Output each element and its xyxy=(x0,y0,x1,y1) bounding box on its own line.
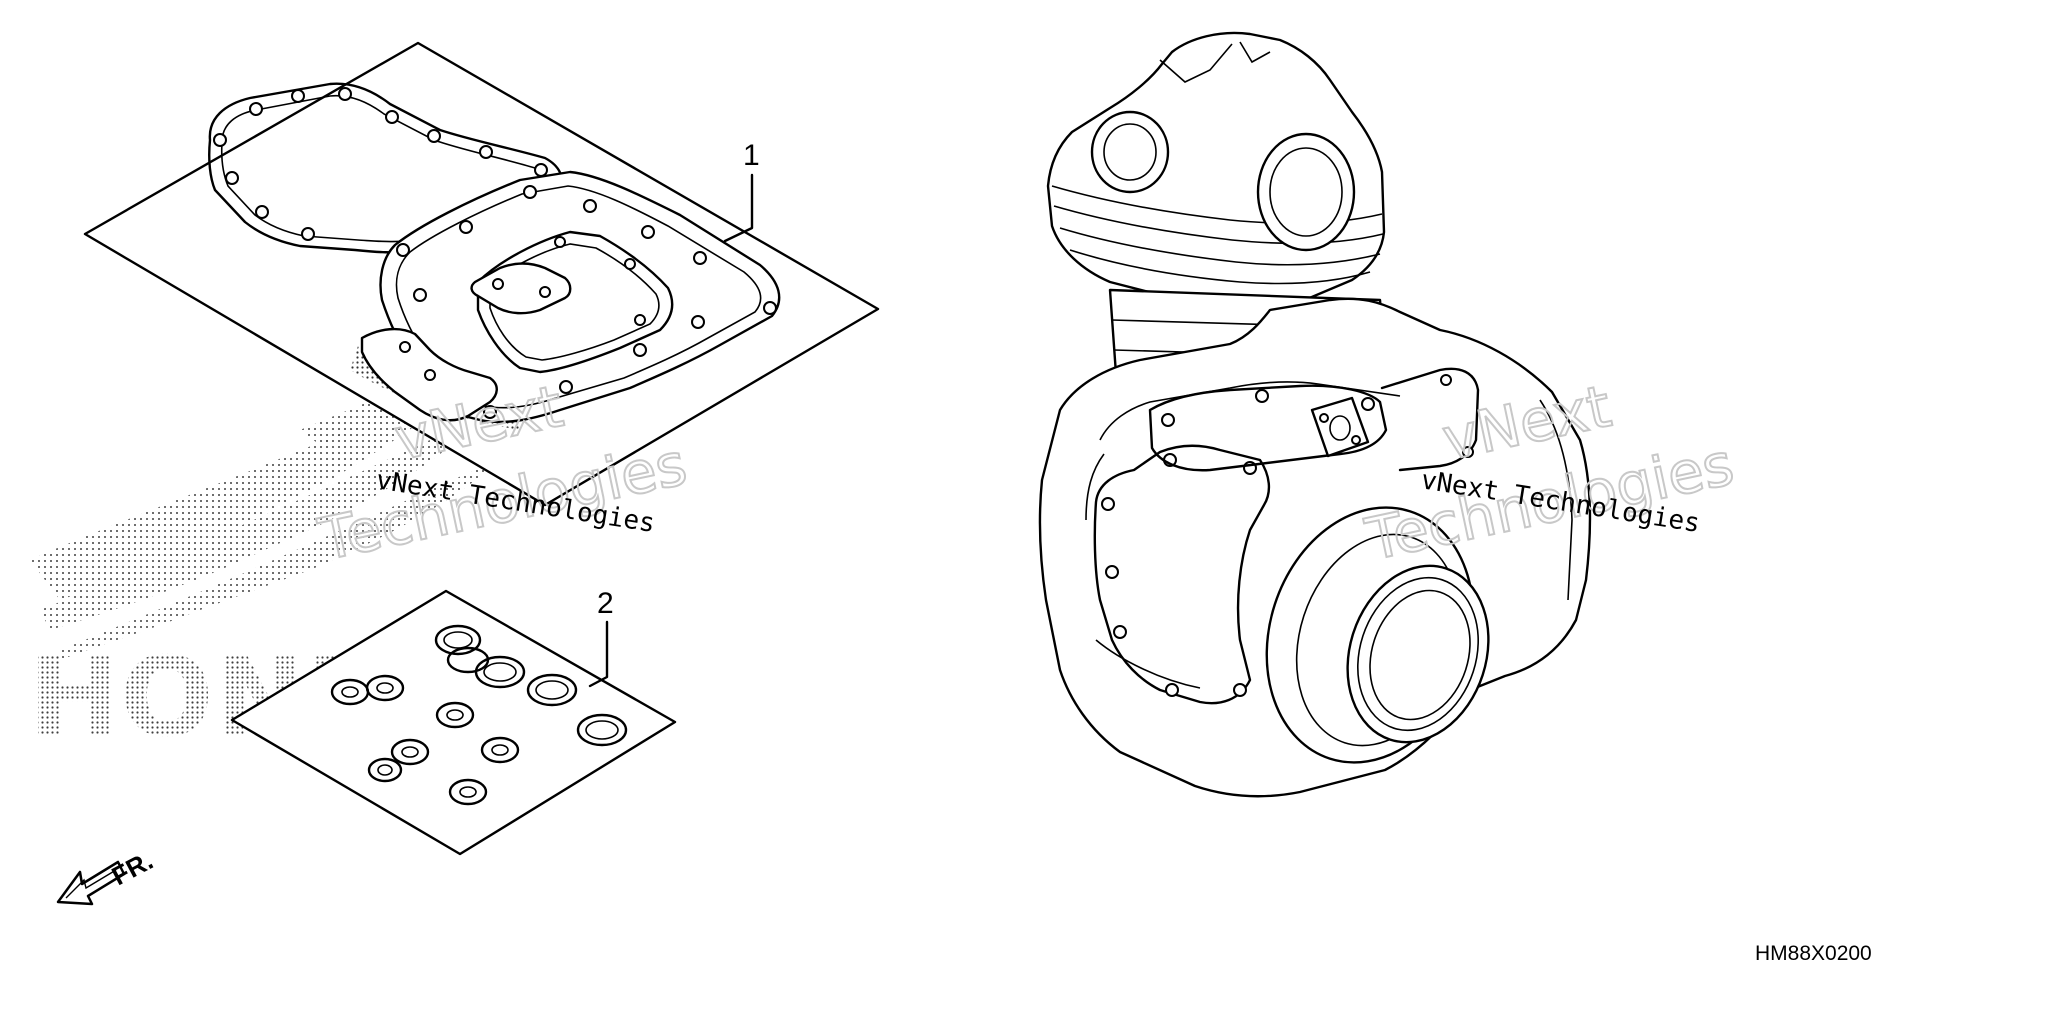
engine-assembly xyxy=(1038,31,1592,798)
gasket-sheet-2 xyxy=(230,589,677,856)
oil-seal-ring xyxy=(1346,564,1490,744)
inner-gasket xyxy=(476,230,674,374)
callout-1-number: 1 xyxy=(743,139,760,172)
front-direction-indicator: FR. xyxy=(56,845,158,906)
tappet-cap-right xyxy=(1256,132,1356,252)
direction-label: FR. xyxy=(107,845,158,891)
honda-logo-watermark: HONDA xyxy=(28,360,500,761)
small-gasket xyxy=(470,262,572,315)
gasket-kit-2: 2 xyxy=(230,587,677,856)
gasket-kit-1: 1 xyxy=(83,41,880,507)
cylinder-base-gasket xyxy=(1148,384,1388,472)
callout-2-number: 2 xyxy=(597,587,614,620)
right-case-gasket xyxy=(1380,367,1480,472)
callout-2-leader xyxy=(588,620,609,688)
side-cover-gasket xyxy=(1093,444,1271,705)
arrow-icon xyxy=(56,860,126,906)
callout-1-leader xyxy=(723,173,754,243)
o-ring-set xyxy=(330,624,628,806)
figure-code: HM88X0200 xyxy=(1755,942,1872,965)
